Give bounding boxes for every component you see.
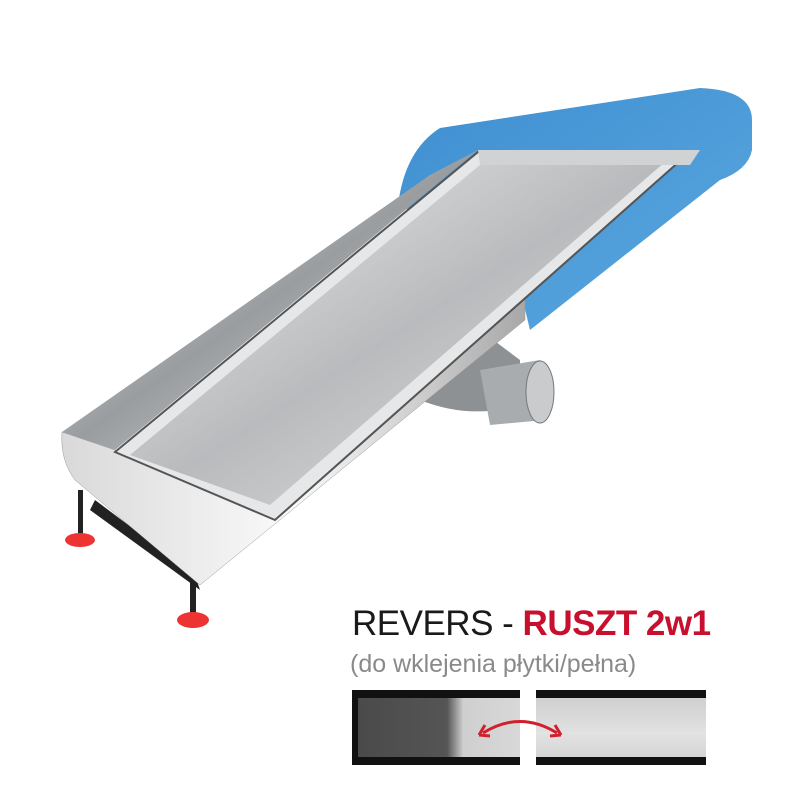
leveling-feet xyxy=(65,490,209,628)
product-subtitle: (do wklejenia płytki/pełna) xyxy=(350,650,637,678)
product-headline: REVERS - RUSZT 2w1 xyxy=(352,604,711,644)
drain-side-wall xyxy=(62,150,478,450)
drain-grate-inner xyxy=(130,162,665,505)
headline-black: REVERS - xyxy=(352,604,514,643)
grate-full-side-swatch xyxy=(536,690,706,765)
double-arrow-icon xyxy=(477,720,563,738)
drain-outlet-opening xyxy=(525,360,555,424)
drain-back-panel xyxy=(478,150,700,165)
headline-red: RUSZT 2w1 xyxy=(522,604,712,643)
grate-tile-side-swatch xyxy=(352,690,520,765)
